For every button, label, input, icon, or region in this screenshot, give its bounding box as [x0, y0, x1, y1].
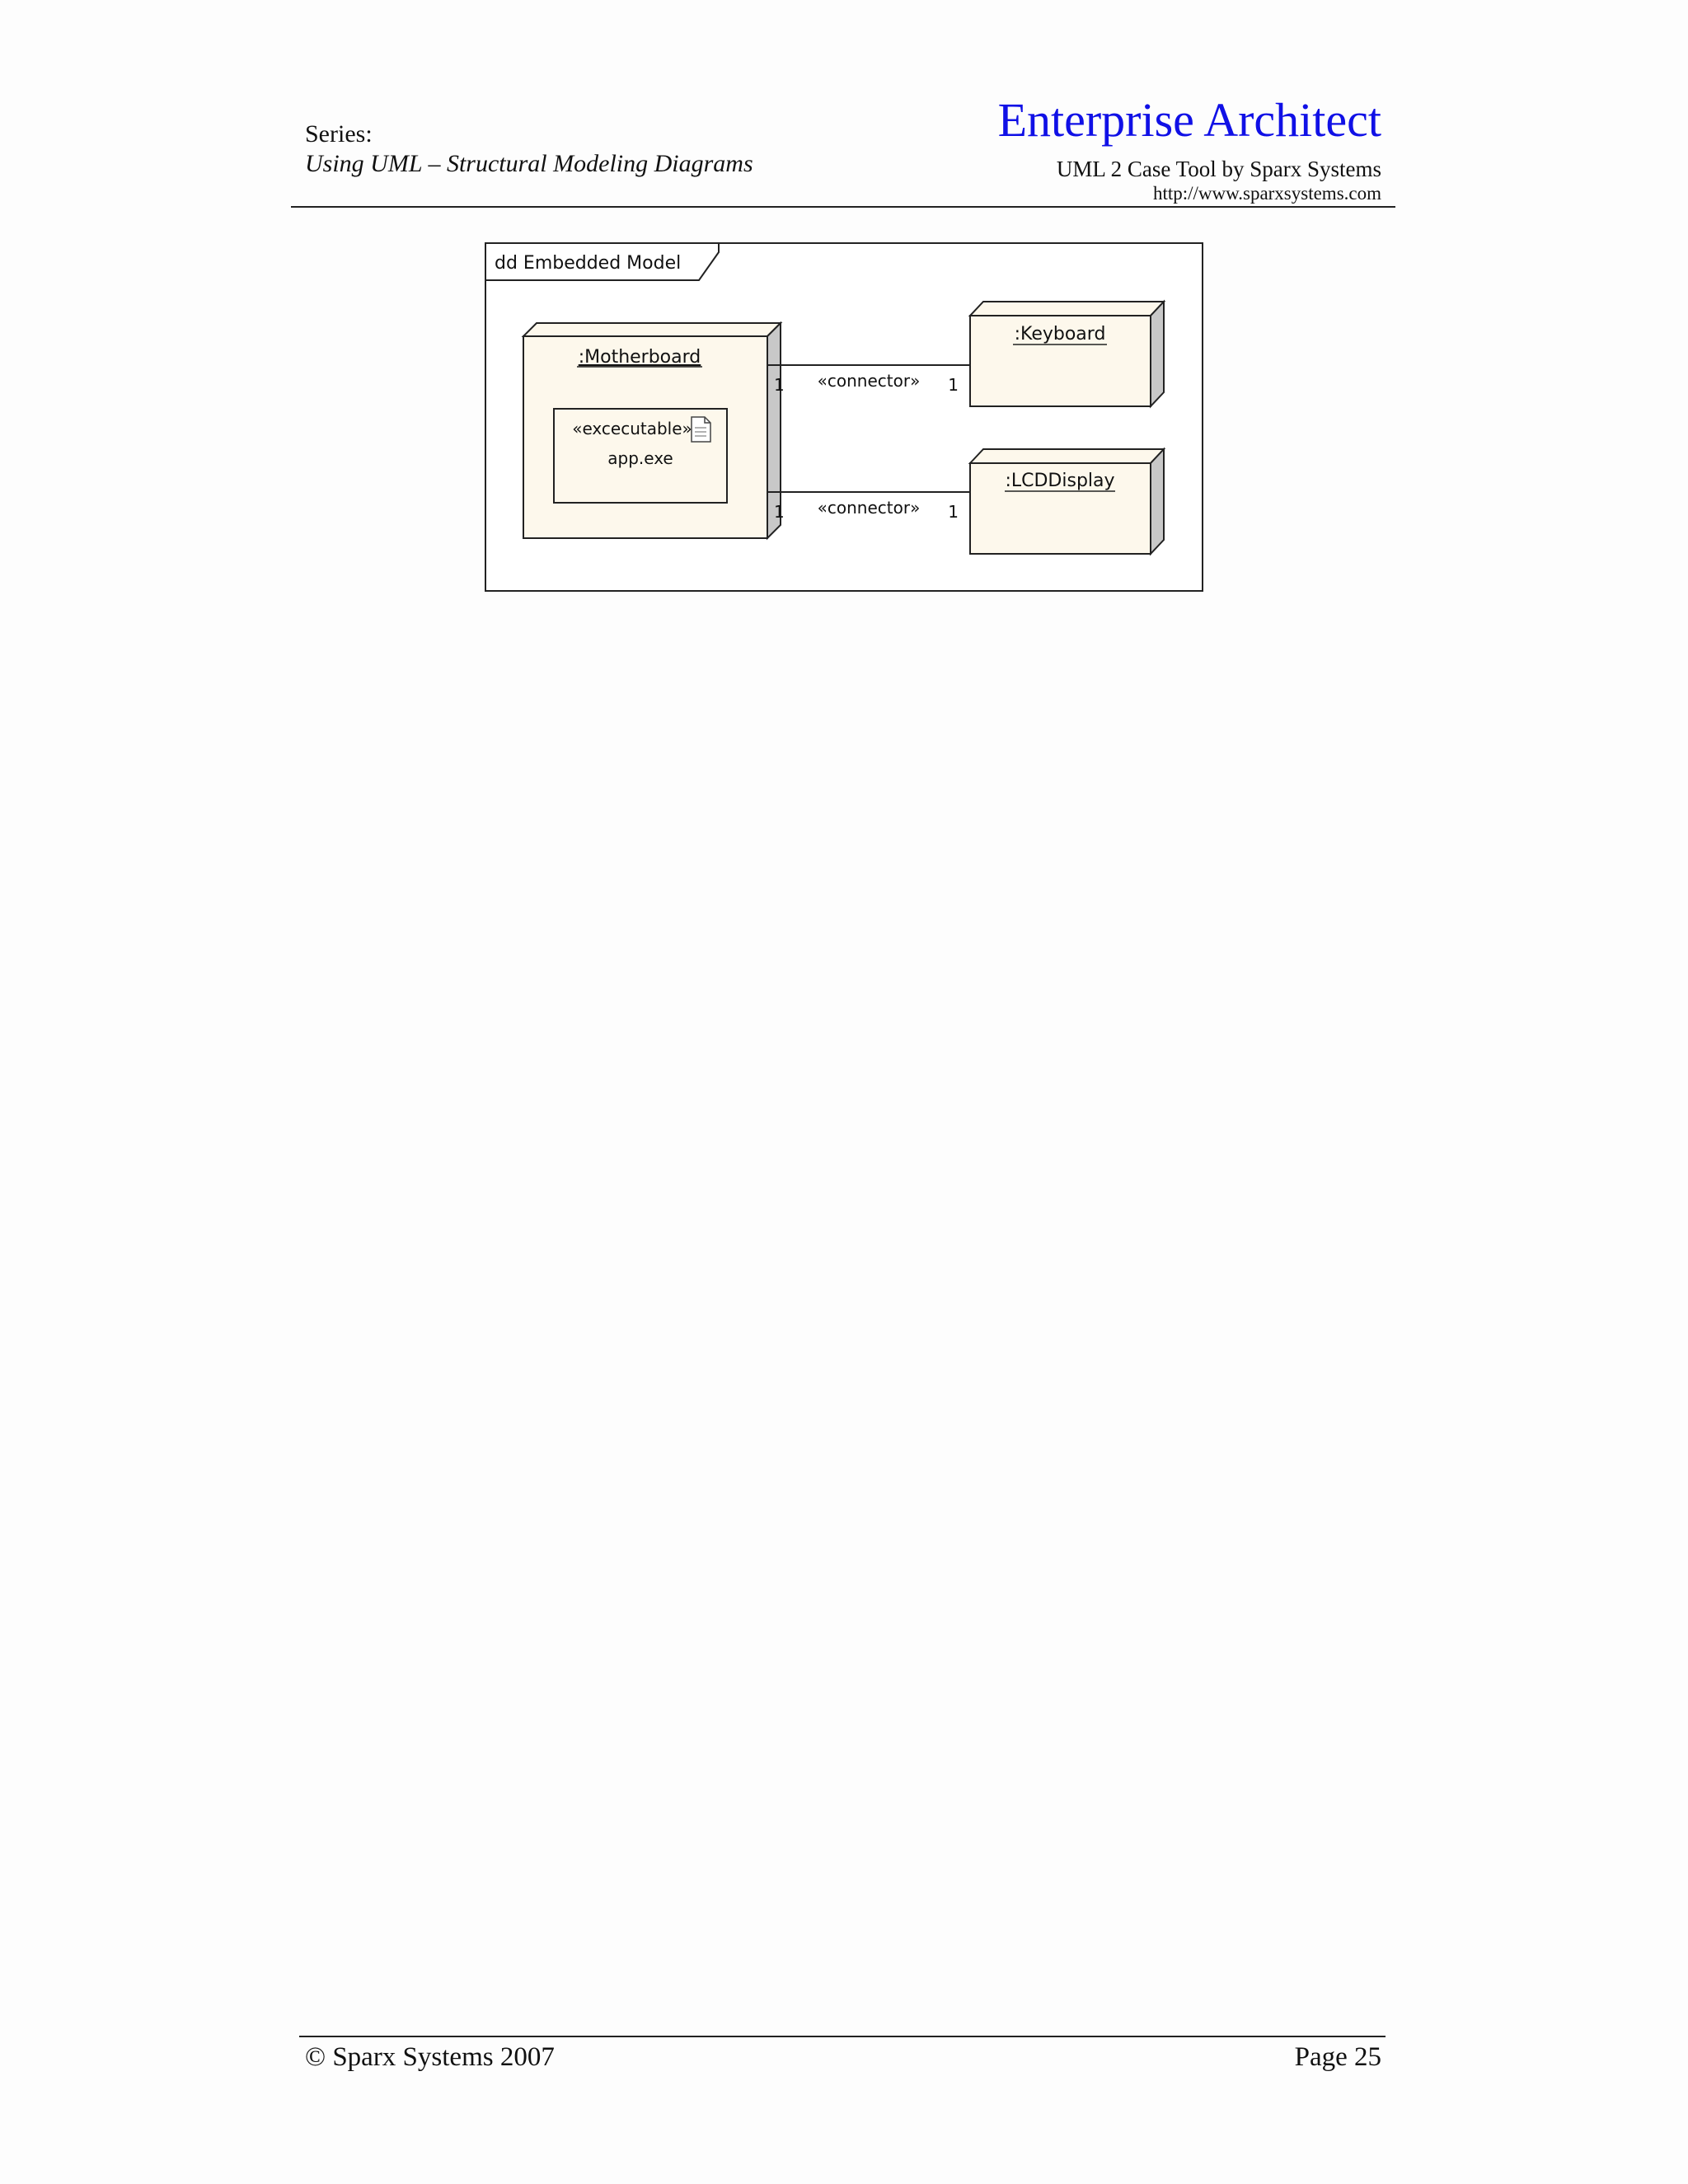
connector-keyboard: 1 «connector» 1	[767, 364, 970, 395]
website-url: http://www.sparxsystems.com	[1152, 183, 1381, 204]
connector-target-multiplicity: 1	[948, 502, 959, 522]
product-tagline: UML 2 Case Tool by Sparx Systems	[1056, 157, 1381, 181]
connector-target-multiplicity: 1	[948, 375, 959, 395]
keyboard-node: :Keyboard	[968, 299, 1166, 409]
motherboard-label: :Motherboard	[579, 347, 701, 368]
artifact-app-exe: «excecutable» app.exe	[553, 408, 728, 504]
copyright: © Sparx Systems 2007	[305, 2042, 555, 2072]
artifact-name: app.exe	[607, 448, 673, 468]
footer-rule	[299, 2036, 1386, 2037]
connector-lcd-display: 1 «connector» 1	[767, 491, 970, 522]
lcd-display-node: :LCDDisplay	[968, 447, 1166, 556]
lcd-display-label: :LCDDisplay	[1005, 471, 1114, 491]
connector-stereotype: «connector»	[818, 371, 921, 391]
header-rule	[291, 206, 1395, 208]
frame-label-tab	[485, 243, 720, 281]
page-number: Page 25	[1294, 2042, 1381, 2072]
keyboard-label: :Keyboard	[1015, 324, 1106, 344]
series-label: Series:	[305, 120, 373, 148]
product-title: Enterprise Architect	[997, 93, 1381, 147]
connector-source-multiplicity: 1	[774, 502, 785, 522]
frame-label: dd Embedded Model	[495, 253, 681, 274]
artifact-document-icon	[691, 416, 711, 443]
deployment-diagram: dd Embedded Model :Motherboard «excecuta…	[485, 242, 1203, 592]
artifact-stereotype: «excecutable»	[572, 419, 692, 438]
connector-source-multiplicity: 1	[774, 375, 785, 395]
series-title: Using UML – Structural Modeling Diagrams	[305, 150, 753, 177]
connector-stereotype: «connector»	[818, 498, 921, 518]
